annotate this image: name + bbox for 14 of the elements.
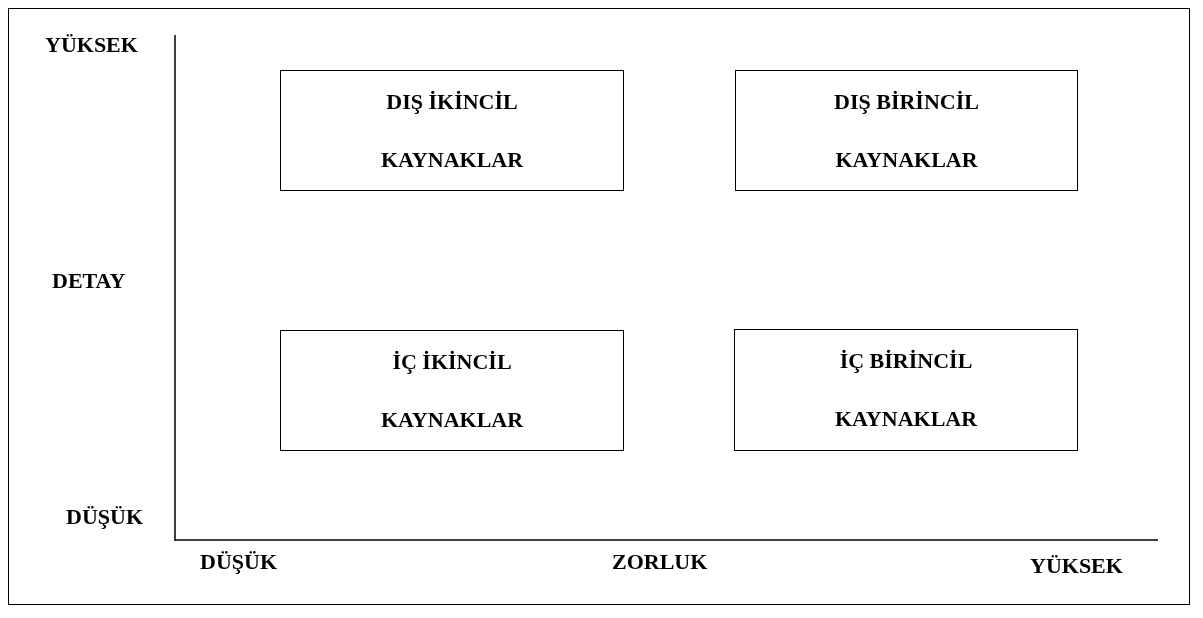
quadrant-label: DIŞ BİRİNCİL KAYNAKLAR bbox=[833, 87, 980, 174]
quadrant-label: DIŞ İKİNCİL KAYNAKLAR bbox=[379, 87, 525, 174]
quadrant-box bbox=[280, 330, 624, 451]
axis-label: DÜŞÜK bbox=[66, 504, 143, 530]
quadrant-label: İÇ İKİNCİL KAYNAKLAR bbox=[379, 347, 525, 434]
quadrant-box bbox=[280, 70, 624, 191]
axis-label: DETAY bbox=[52, 268, 126, 294]
quadrant-box bbox=[734, 329, 1078, 451]
axis-label: DÜŞÜK bbox=[200, 549, 277, 575]
axis-label: YÜKSEK bbox=[1030, 553, 1123, 579]
quadrant-label: İÇ BİRİNCİL KAYNAKLAR bbox=[833, 347, 979, 433]
axis-label: ZORLUK bbox=[612, 549, 708, 575]
quadrant-box bbox=[735, 70, 1078, 191]
axis-label: YÜKSEK bbox=[45, 32, 138, 58]
